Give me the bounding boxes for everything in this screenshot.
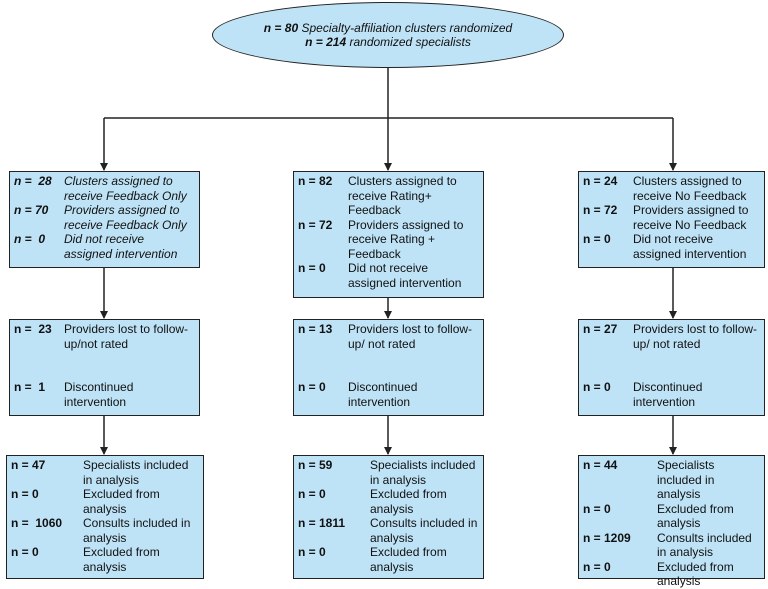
randomization-line-1: n = 80 Specialty-affiliation clusters ra… (263, 21, 513, 35)
randomization-node: n = 80 Specialty-affiliation clusters ra… (212, 2, 564, 68)
randomization-line-2: n = 214 randomized specialists (305, 35, 471, 49)
